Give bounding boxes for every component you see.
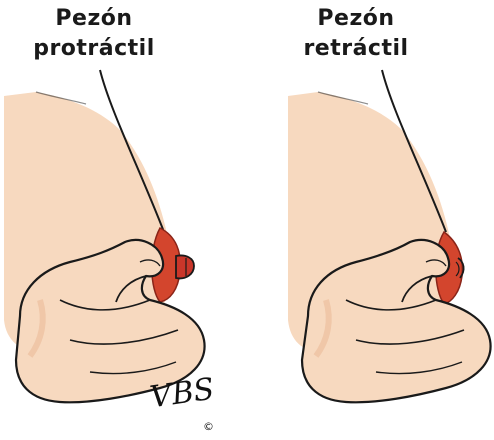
left-nipple-protruding — [176, 255, 194, 278]
copyright-symbol: © — [203, 420, 214, 433]
